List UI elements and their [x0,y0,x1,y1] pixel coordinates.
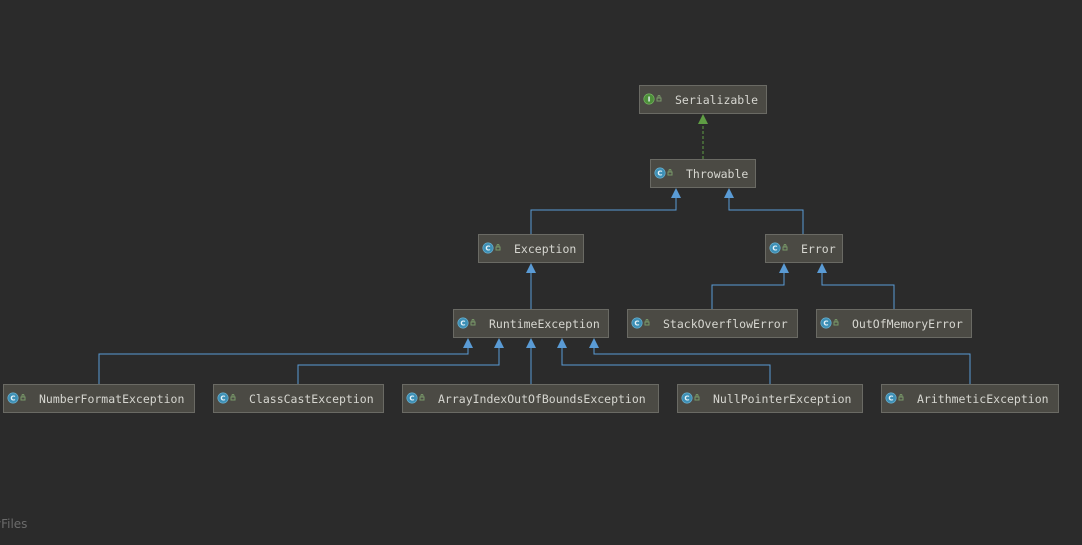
class-icon: C [217,392,236,404]
edge-arrowhead [779,263,789,273]
node-label: ArrayIndexOutOfBoundsException [438,392,646,406]
edge-arrowhead [557,338,567,348]
edge-arrowhead [817,263,827,273]
node-label: OutOfMemoryError [852,317,963,331]
edge-outofmemoryerror-to-error [817,263,895,309]
class-icon: C [482,242,501,254]
yfiles-watermark: yFiles [0,517,28,531]
node-error[interactable]: C Error [765,234,843,263]
node-stackoverflowerror[interactable]: C StackOverflowError [627,309,798,338]
node-label: Error [801,242,836,256]
node-box [453,309,609,338]
svg-text:C: C [10,395,15,403]
class-icon: C [769,242,788,254]
node-label: ClassCastException [249,392,374,406]
class-icon: C [406,392,425,404]
svg-text:C: C [460,320,465,328]
node-runtimeexception[interactable]: C RuntimeException [453,309,609,338]
node-label: Throwable [686,167,748,181]
svg-text:C: C [684,395,689,403]
node-label: ArithmeticException [917,392,1049,406]
edge-arrowhead [724,188,734,198]
node-label: Serializable [675,93,758,107]
edge-arrayindexoutofboundsexception-to-runtimeexception [526,338,536,384]
svg-text:C: C [772,245,777,253]
svg-text:C: C [888,395,893,403]
node-label: NullPointerException [713,392,851,406]
edge-runtimeexception-to-exception [526,263,536,309]
node-numberformatexception[interactable]: C NumberFormatException [3,384,195,413]
class-icon: C [820,317,839,329]
edge-throwable-to-serializable [698,114,708,159]
edge-line [98,346,469,384]
class-icon: C [681,392,700,404]
svg-text:C: C [220,395,225,403]
edge-arrowhead [494,338,504,348]
edge-arrowhead [698,114,708,124]
node-label: StackOverflowError [663,317,788,331]
node-box [677,384,863,413]
node-label: NumberFormatException [39,392,184,406]
node-exception[interactable]: C Exception [478,234,584,263]
edge-line [728,196,804,234]
edge-line [297,346,500,384]
node-box [402,384,659,413]
edge-line [561,346,771,384]
node-box [881,384,1059,413]
class-icon: C [631,317,650,329]
svg-text:C: C [634,320,639,328]
edge-stackoverflowerror-to-error [711,263,789,309]
class-icon: C [7,392,26,404]
node-arrayindexoutofboundsexception[interactable]: C ArrayIndexOutOfBoundsException [402,384,659,413]
edge-arrowhead [463,338,473,348]
node-box [627,309,798,338]
edge-classcastexception-to-runtimeexception [297,338,504,384]
node-box [3,384,195,413]
edge-error-to-throwable [724,188,804,234]
edge-arrowhead [671,188,681,198]
node-arithmeticexception[interactable]: C ArithmeticException [881,384,1059,413]
class-icon: C [885,392,904,404]
node-nullpointerexception[interactable]: C NullPointerException [677,384,863,413]
svg-text:I: I [648,96,651,104]
interface-icon: I [643,93,662,105]
node-classcastexception[interactable]: C ClassCastException [213,384,384,413]
class-icon: C [457,317,476,329]
svg-text:C: C [657,170,662,178]
node-label: RuntimeException [489,317,600,331]
edge-exception-to-throwable [530,188,681,234]
edge-line [711,271,785,309]
edge-line [530,196,677,234]
svg-text:C: C [823,320,828,328]
node-box [213,384,384,413]
edge-arrowhead [589,338,599,348]
edge-nullpointerexception-to-runtimeexception [557,338,771,384]
edge-arrowhead [526,263,536,273]
svg-text:C: C [485,245,490,253]
svg-text:C: C [409,395,414,403]
node-label: Exception [514,242,576,256]
node-throwable[interactable]: C Throwable [650,159,756,188]
edge-numberformatexception-to-runtimeexception [98,338,473,384]
edge-line [821,271,895,309]
edges-layer [98,114,971,384]
class-icon: C [654,167,673,179]
node-box [816,309,972,338]
edge-line [593,346,971,384]
node-outofmemoryerror[interactable]: C OutOfMemoryError [816,309,972,338]
edge-arithmeticexception-to-runtimeexception [589,338,971,384]
edge-arrowhead [526,338,536,348]
node-box [639,85,767,114]
node-serializable[interactable]: I Serializable [639,85,767,114]
